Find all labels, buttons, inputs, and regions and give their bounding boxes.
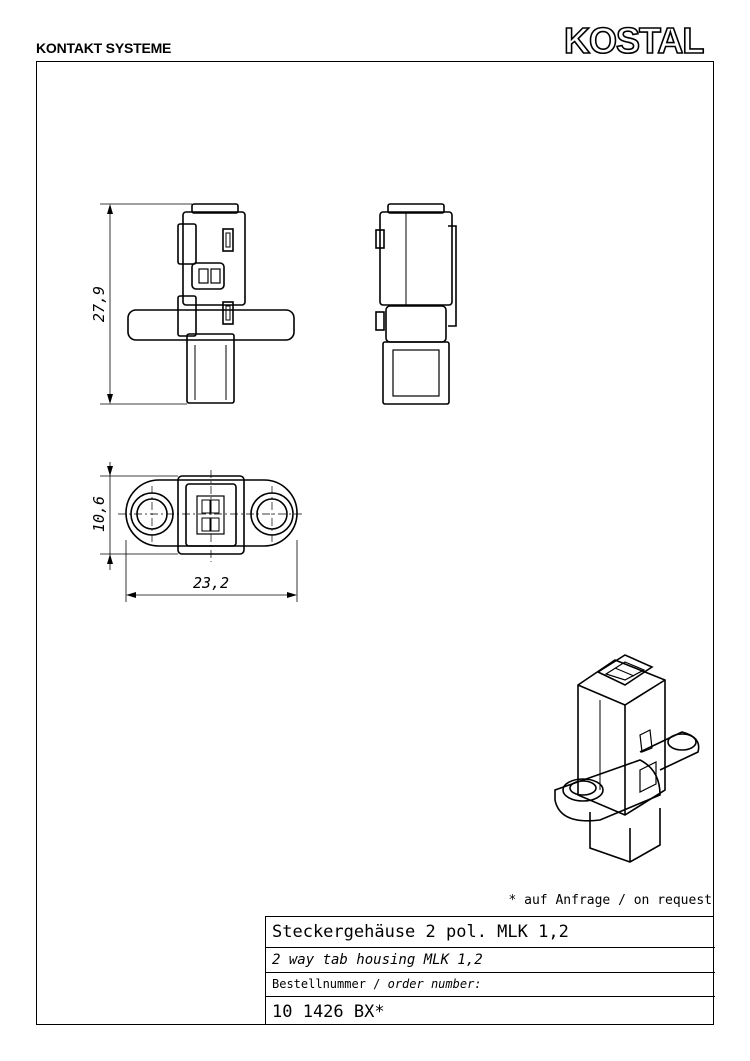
- drawing-frame: [36, 61, 714, 1025]
- title-german: Steckergehäuse 2 pol. MLK 1,2: [272, 922, 569, 942]
- brand-subtitle: KONTAKT SYSTEME: [36, 40, 172, 56]
- logo-text: KOSTAL: [564, 22, 703, 58]
- dimension-lines: [100, 203, 298, 602]
- side-view: [375, 203, 457, 405]
- isometric-view: [554, 654, 700, 863]
- title-english: 2 way tab housing MLK 1,2: [266, 947, 715, 972]
- order-number-label: Bestellnummer / order number:: [266, 972, 715, 996]
- front-view: [127, 203, 295, 404]
- order-label-german: Bestellnummer /: [272, 977, 388, 991]
- dimension-arrows: [107, 204, 297, 598]
- depth-dimension: 10,6: [90, 496, 108, 532]
- order-label-english: order number:: [387, 977, 482, 991]
- availability-note: * auf Anfrage / on request: [508, 893, 713, 908]
- kostal-logo: KOSTAL: [563, 22, 705, 58]
- height-dimension: 27,9: [90, 286, 108, 322]
- header-rule: [36, 61, 714, 62]
- order-number: 10 1426 BX*: [266, 996, 715, 1026]
- title-block: Steckergehäuse 2 pol. MLK 1,2 2 way tab …: [265, 916, 715, 1026]
- width-dimension: 23,2: [193, 574, 229, 592]
- center-lines: [118, 470, 304, 562]
